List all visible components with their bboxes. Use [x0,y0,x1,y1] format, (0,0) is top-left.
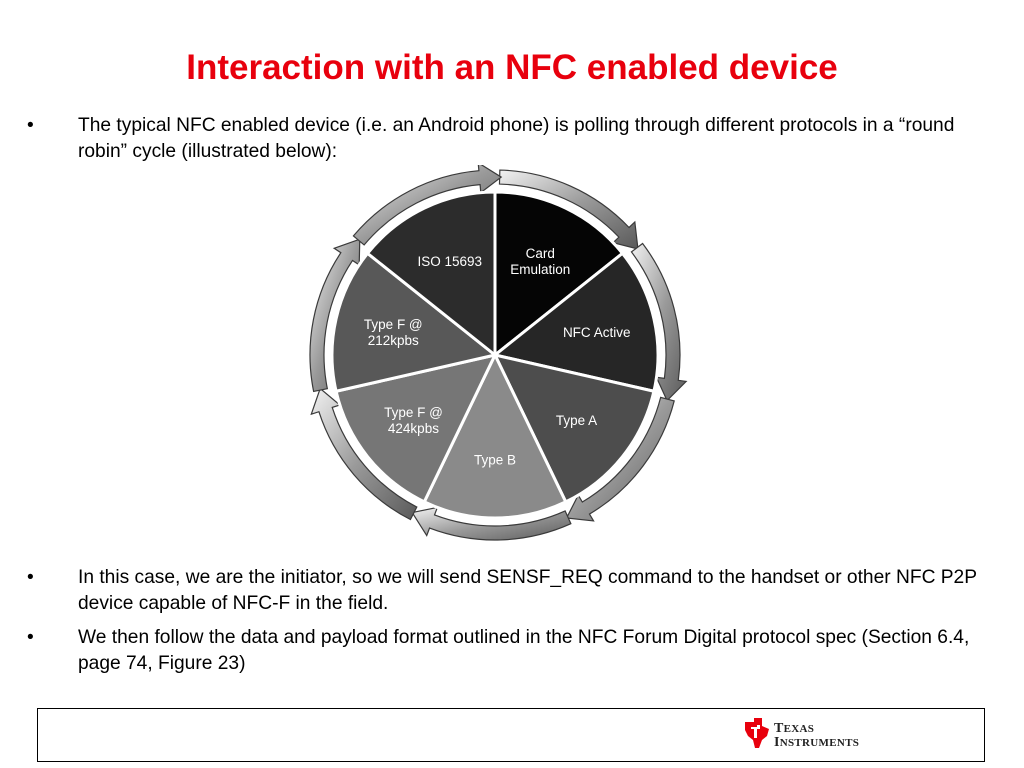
sector-label: Type B [474,452,516,467]
cycle-arrow [352,165,503,246]
bullet-mark: • [27,627,34,648]
ti-wordmark: TEXAS INSTRUMENTS [774,721,860,750]
footer-box [37,708,985,762]
sector-label: 424kpbs [388,421,439,436]
cycle-arrow [565,396,675,522]
cycle-sector [334,352,498,504]
sector-label: ISO 15693 [417,254,482,269]
bullet-text: The typical NFC enabled device (i.e. an … [78,115,955,162]
cycle-arrow [310,387,418,521]
sector-label: Card [526,246,555,261]
cycle-sector [492,352,656,504]
sector-label: NFC Active [563,325,631,340]
cycle-sector [330,251,499,394]
sector-label: 212kpbs [368,333,419,348]
cycle-arrow [309,238,361,393]
sector-label: Type A [556,413,597,428]
cycle-sector [493,190,625,359]
bullet-mark: • [27,567,34,588]
sector-label: Emulation [510,262,570,277]
slide-title: Interaction with an NFC enabled device [186,48,838,87]
cycle-arrow [411,506,572,541]
bullet-mark: • [27,115,34,136]
cycle-sector [422,351,568,520]
cycle-sector [365,190,497,359]
bullet-text: We then follow the data and payload form… [78,627,970,674]
cycle-sector [491,251,660,394]
cycle-arrow [498,169,639,250]
texas-instruments-logo: TEXAS INSTRUMENTS [742,716,882,756]
cycle-arrows [309,165,688,541]
sector-label: Type F @ [364,317,423,332]
ti-state-icon [745,718,769,748]
cycle-sectors [330,190,660,520]
bullet-text: In this case, we are the initiator, so w… [78,567,977,614]
cycle-arrow [630,242,688,402]
sector-label: Type F @ [384,405,443,420]
